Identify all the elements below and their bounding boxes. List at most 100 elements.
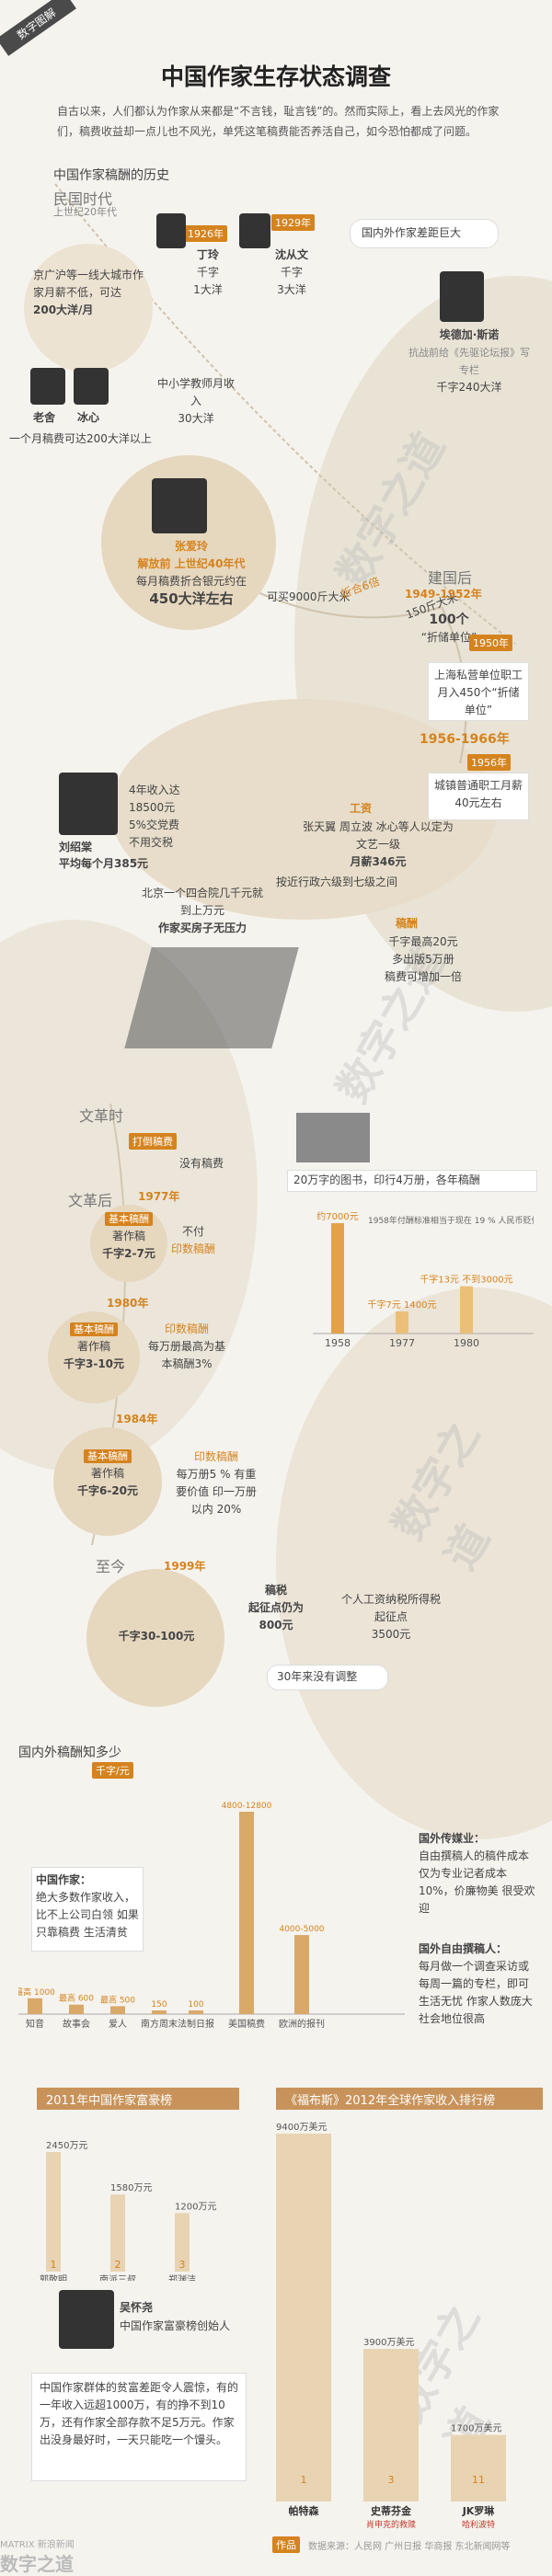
rank-label: 3: [179, 2259, 186, 2271]
data-label: 约7000元: [316, 1210, 358, 1222]
wage-title: 工资: [350, 802, 373, 815]
bar: [152, 2010, 167, 2014]
y1977-info: 基本稿酬著作稿千字2-7元: [102, 1212, 155, 1260]
bar: [294, 1935, 309, 2014]
y1980-print: 印数稿酬每万册最高为基本稿酬3%: [147, 1322, 225, 1370]
source-note: 数据来源：人民网 广州日报 华商报 东北新闻网等: [308, 2542, 511, 2552]
bar: [451, 2434, 506, 2502]
tick-label: 法制日报: [178, 2018, 214, 2030]
tick-label: 欧洲的报刊: [279, 2018, 325, 2030]
era-cult-sub: 打倒稿费: [129, 1133, 177, 1150]
data-label: 2450万元: [46, 2141, 87, 2151]
bar: [110, 2006, 125, 2014]
tick-label: 1980: [454, 1337, 479, 1349]
fee-title: 稿酬: [396, 917, 419, 930]
rank-label: 3: [388, 2474, 395, 2486]
y1950-box: 上海私营单位职工月入450个“折储单位”: [428, 662, 529, 721]
y1956-badge: 1956年: [467, 754, 511, 771]
tick-label: 知音: [26, 2018, 44, 2030]
data-label: 150: [151, 2000, 167, 2009]
wu-quote-box: 中国作家群体的贫富差距令人震惊，有的一年收入远超1000万，有的挣不到10万，还…: [31, 2373, 247, 2481]
era-republic-sub: 上世纪20年代: [53, 206, 117, 218]
liu-name: 刘绍棠: [59, 841, 93, 853]
bingxin-name: 冰心: [77, 411, 100, 424]
sub-label: 肖申克的救赎: [366, 2519, 416, 2530]
data-label: 100: [188, 2000, 203, 2009]
page-title: 中国作家生存状态调查: [160, 63, 391, 90]
y1950-badge: 1950年: [469, 635, 512, 651]
laoshe-name: 老舍: [33, 411, 56, 424]
data-label: 4000-5000: [279, 1925, 324, 1934]
shen-year: 1929年: [271, 214, 315, 231]
free-info: 国外自由撰稿人：每月做一个调查采访或每周一篇的专栏，即可生活无忧 作家人数庞大 …: [419, 1942, 533, 2025]
bar: [175, 2213, 190, 2272]
data-label: 最高 600: [59, 1993, 94, 2004]
tick-label: 1958: [325, 1337, 351, 1349]
shen-avatar: [239, 213, 270, 248]
tick-label: 史蒂芬金: [371, 2504, 412, 2517]
data-label: 3900万美元: [363, 2336, 414, 2348]
era-prc-years: 1949-1952年: [405, 588, 482, 601]
world-rich-chart: 19400万美元帕特森33900万美元史蒂芬金肖申克的救赎111700万美元JK…: [276, 2121, 506, 2530]
bar: [460, 1286, 473, 1334]
bar: [69, 2004, 84, 2014]
y1956-box: 城镇普通职工月薪40元左右: [428, 773, 529, 820]
data-label: 9400万美元: [276, 2121, 327, 2133]
laoshe-avatar: [30, 368, 65, 405]
bar: [239, 1812, 254, 2014]
data-label: 4800-12800: [222, 1802, 272, 1811]
brand-en: MATRIX 新浪新闻: [0, 2540, 75, 2550]
brand-logo: 数字之道: [0, 2553, 74, 2575]
beijing-note: 北京一个四合院几千元就到上万元作家买房子无压力: [141, 887, 263, 934]
y1984-info: 基本稿酬著作稿千字6-20元: [76, 1449, 139, 1497]
rice-buy: 可买9000斤大米: [267, 590, 351, 603]
cn-writer-box: 中国作家：绝大多数作家收入，比不上公司白领 如果只靠稿费 生活清贫: [31, 1867, 144, 1952]
courtyard-illustration: [124, 947, 299, 1048]
y1977-label: 1977年: [138, 1190, 180, 1203]
foreign-title: 国内外稿酬知多少: [18, 1746, 121, 1760]
era-cult-label: 文革时: [79, 1107, 124, 1125]
no-print: 不付印数稿酬: [171, 1225, 216, 1255]
book-chart-title: 20万字的图书，印行4万册，各年稿酬: [287, 1170, 537, 1192]
no-change-box: 30年来没有调整: [267, 1665, 388, 1690]
y1999-val: 千字30-100元: [118, 1630, 195, 1643]
intro-text: 自古以来，人们都认为作家从来都是“不言钱，耻言钱”的。然而实际上，看上去风光的作…: [57, 105, 500, 138]
y1980-label: 1980年: [107, 1297, 149, 1310]
data-label: 1200万元: [175, 2202, 216, 2212]
bar: [276, 2134, 331, 2502]
tick-label: JK罗琳: [462, 2504, 496, 2517]
foreign-unit: 千字/元: [92, 1762, 133, 1779]
bar: [110, 2194, 125, 2272]
y1984-print: 印数稿酬每万册5 % 有重要价值 印一万册以内 20%: [176, 1450, 257, 1516]
tick-label: 1977: [389, 1337, 415, 1349]
tick-label: 郑渊洁: [168, 2273, 196, 2281]
books-illustration: [296, 1113, 370, 1162]
tick-label: 美国稿费: [228, 2018, 265, 2030]
bar: [363, 2349, 419, 2502]
wu-name: 吴怀尧: [120, 2301, 154, 2314]
dingling-avatar: [156, 213, 186, 248]
tick-label: 郭敬明: [40, 2273, 67, 2281]
wu-avatar: [59, 2290, 114, 2349]
y1999-label: 1999年: [164, 1560, 206, 1573]
no-fee: 没有稿费: [179, 1157, 224, 1170]
world-rich-header: 《福布斯》2012年全球作家收入排行榜: [276, 2088, 543, 2110]
tick-label: 南方周末: [141, 2018, 178, 2030]
data-label: 最高 1000: [18, 1986, 55, 1998]
era-after-label: 文革后: [68, 1192, 113, 1209]
zhang-avatar: [152, 478, 207, 533]
bar: [331, 1223, 344, 1334]
era-republic: 民国时代: [53, 190, 113, 208]
city-circle: [24, 244, 153, 372]
history-title: 中国作家稿酬的历史: [53, 168, 169, 183]
tick-label: 帕特森: [289, 2504, 320, 2517]
